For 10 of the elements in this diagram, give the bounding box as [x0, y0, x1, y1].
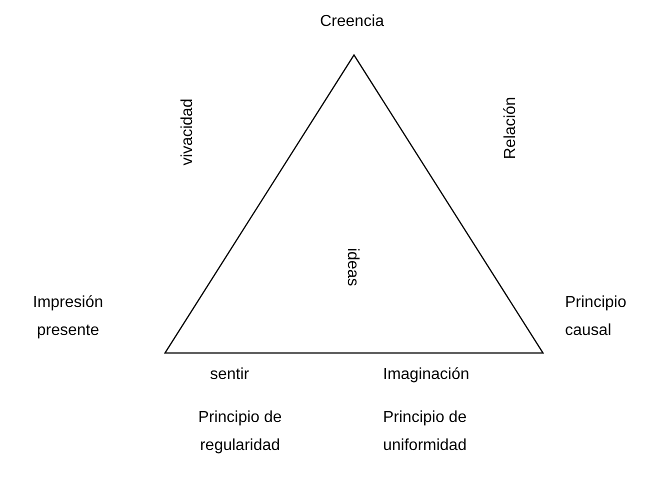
vertex-label: Principio causal — [565, 293, 628, 341]
center-text: ideas — [343, 248, 361, 286]
principle-label: Principio de uniformidad — [383, 408, 468, 456]
vertex-label: Impresión presente — [32, 293, 104, 341]
side-label: sentir — [210, 365, 250, 385]
side-label: vivacidad — [179, 98, 197, 166]
side-label: Relación — [502, 96, 520, 160]
side-label: Imaginación — [383, 365, 470, 385]
principle-label: Principio de regularidad — [197, 408, 283, 456]
vertex-label: Creencia — [318, 12, 386, 32]
